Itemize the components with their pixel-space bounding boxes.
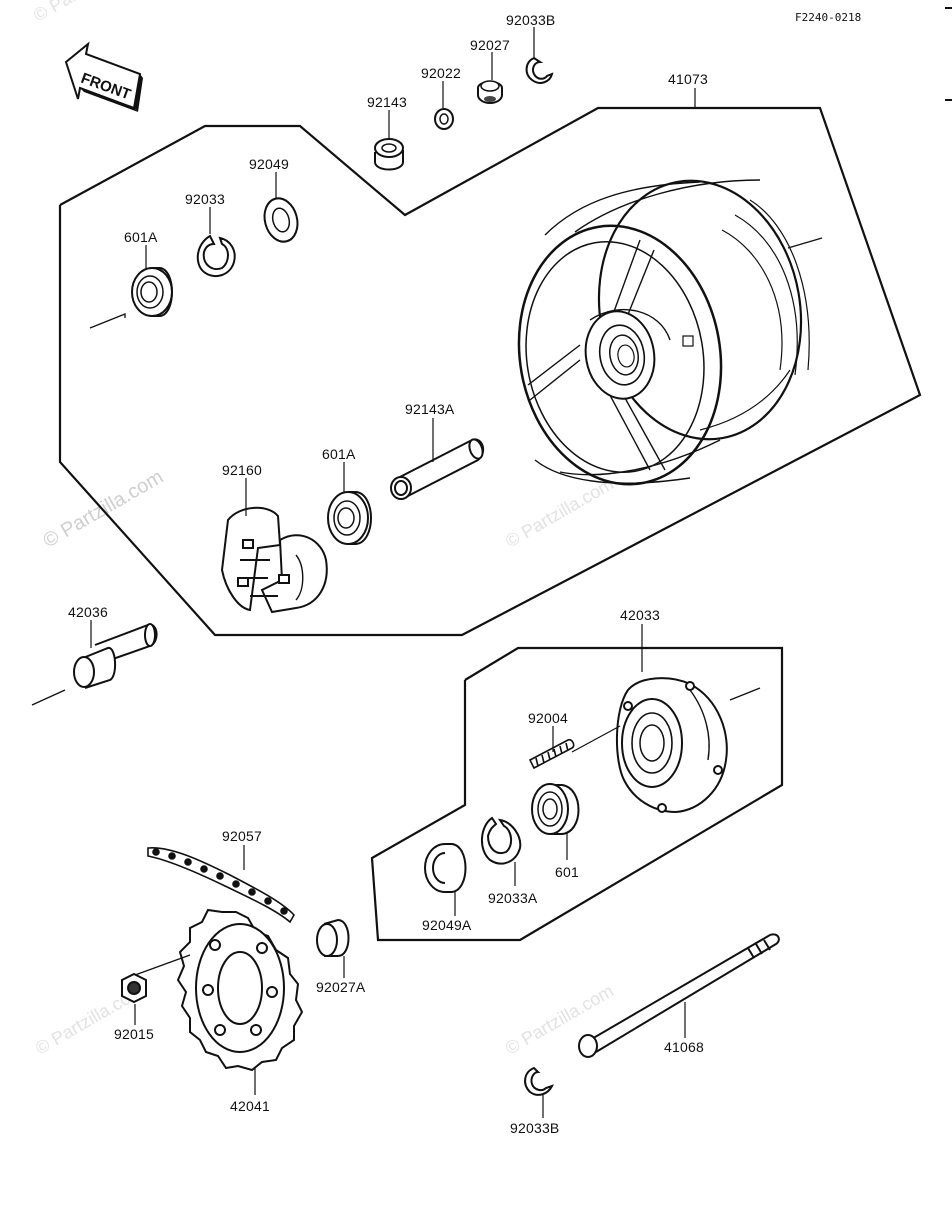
part-labels: 41073 92033B 92027 92022 92143 92049 920… [68, 12, 708, 1136]
label-42033: 42033 [620, 607, 660, 623]
watermark-top: © Partzilla.com [30, 0, 145, 25]
label-92033b-top: 92033B [506, 12, 555, 28]
hub-assembly-outline [370, 646, 784, 942]
label-92143: 92143 [367, 94, 407, 110]
label-92027a: 92027A [316, 979, 366, 995]
label-92160: 92160 [222, 462, 262, 478]
diagram-code: F2240-0218 [795, 11, 861, 24]
spacer-92143a [390, 438, 485, 500]
label-41068: 41068 [664, 1039, 704, 1055]
seal-92049 [263, 197, 299, 243]
watermark-center: © Partzilla.com [502, 473, 617, 551]
bearing-601a-top [131, 267, 173, 317]
nut-92015 [121, 972, 147, 1004]
hub-coupling-42033 [616, 677, 728, 814]
label-92143a: 92143A [405, 401, 455, 417]
circlip-92033b-top [525, 56, 554, 84]
bearing-601 [531, 783, 580, 835]
label-601: 601 [555, 864, 579, 880]
damper-92160 [220, 506, 328, 614]
label-92033b-bottom: 92033B [510, 1120, 559, 1136]
collar-42036 [73, 623, 158, 689]
seal-92049a [424, 843, 467, 893]
axle-41068 [578, 933, 780, 1058]
bearing-601a-mid [327, 491, 372, 545]
collar-92143 [374, 138, 404, 171]
wheel-assembly-outline [58, 106, 922, 637]
label-41073: 41073 [668, 71, 708, 87]
label-42041: 42041 [230, 1098, 270, 1114]
label-92033a: 92033A [488, 890, 538, 906]
leader-lines [90, 27, 696, 1118]
label-92015: 92015 [114, 1026, 154, 1042]
label-92004: 92004 [528, 710, 568, 726]
washer-92022 [434, 108, 454, 130]
circlip-92033a [481, 816, 522, 865]
label-92027: 92027 [470, 37, 510, 53]
label-601a-mid: 601A [322, 446, 356, 462]
label-42036: 42036 [68, 604, 108, 620]
circlip-92033b-bottom [524, 1066, 554, 1096]
circlip-92033 [196, 234, 236, 278]
collar-92027 [477, 80, 503, 104]
stud-92004 [528, 738, 575, 770]
label-92049: 92049 [249, 156, 289, 172]
front-arrow: FRONT [64, 41, 143, 112]
sprocket-42041 [176, 908, 304, 1072]
chain-92057 [147, 847, 295, 924]
label-92049a: 92049A [422, 917, 472, 933]
label-601a-top: 601A [124, 229, 158, 245]
rear-wheel-41073 [517, 179, 810, 486]
label-92033: 92033 [185, 191, 225, 207]
label-92022: 92022 [421, 65, 461, 81]
direction-ticks [31, 237, 823, 706]
label-92057: 92057 [222, 828, 262, 844]
collar-92027a [316, 918, 350, 957]
